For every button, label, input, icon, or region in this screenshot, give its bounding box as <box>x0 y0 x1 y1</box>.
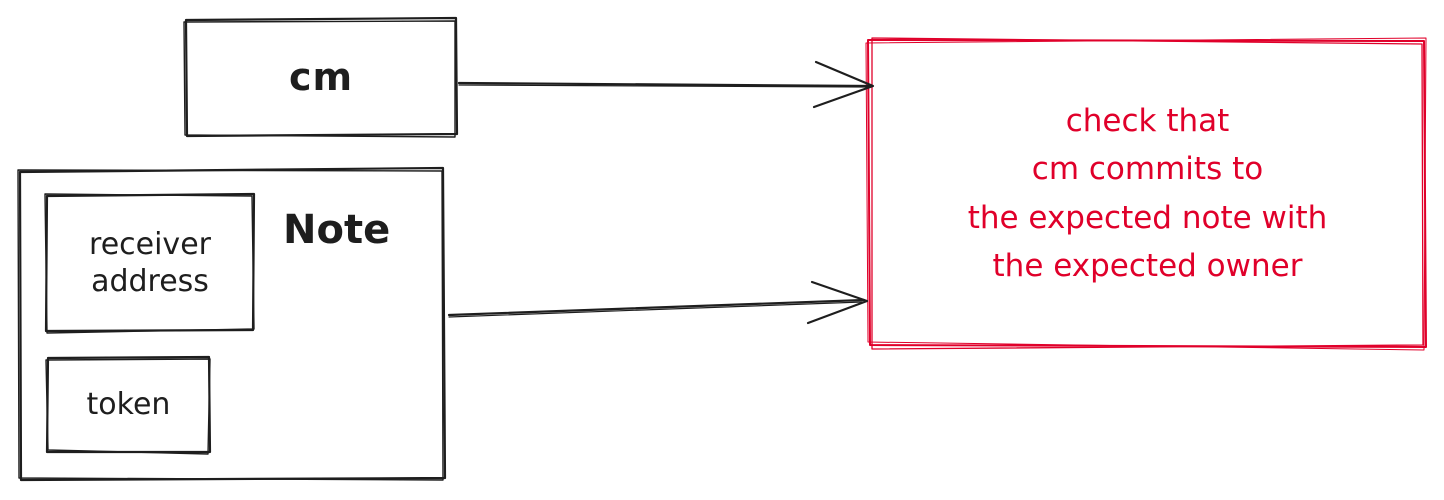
token-label: token <box>86 387 171 422</box>
receiver-address-line: receiver <box>89 226 211 262</box>
check-line: the expected owner <box>992 247 1303 284</box>
token-box <box>45 355 212 455</box>
cm-box <box>183 16 459 138</box>
check-line: the expected note with <box>967 199 1328 236</box>
arrow-cm-to-check <box>457 60 875 109</box>
arrow-note-to-check <box>447 280 869 325</box>
receiver-address-box <box>44 192 256 334</box>
note-label: Note <box>283 207 391 253</box>
cm-label: cm <box>288 55 354 99</box>
receiver-address-label: receiver address <box>46 195 254 331</box>
check-box <box>865 37 1427 351</box>
check-line: check that <box>1065 103 1230 140</box>
check-line: cm commits to <box>1031 151 1264 188</box>
receiver-address-line: address <box>91 264 209 299</box>
note-box <box>17 166 447 482</box>
check-description: check that cm commits to the expected no… <box>870 40 1425 347</box>
